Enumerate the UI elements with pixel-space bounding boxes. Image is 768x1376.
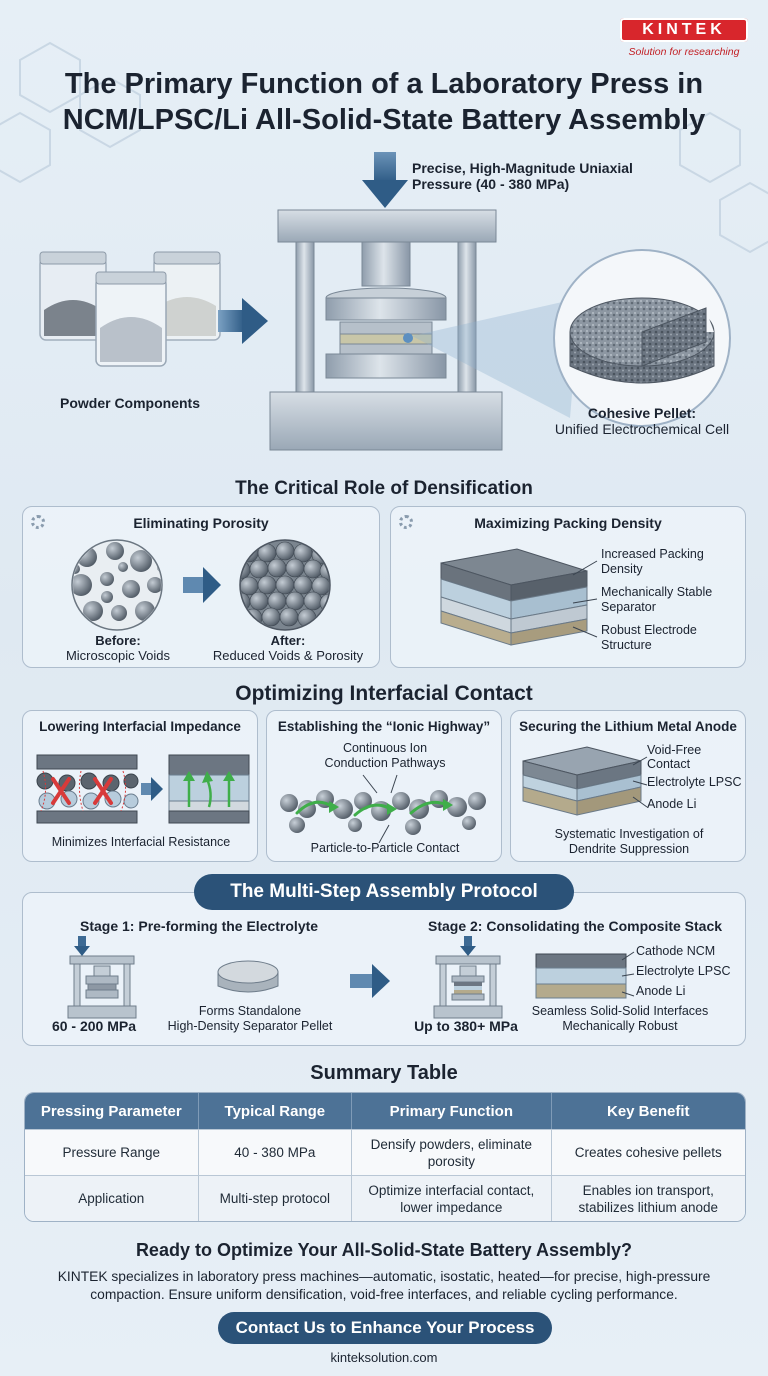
ionic-highway-panel: Establishing the “Ionic Highway” Continu… <box>266 710 502 862</box>
pressure-label: Precise, High-Magnitude Uniaxial Pressur… <box>412 160 633 192</box>
mini-press-icon <box>433 936 503 1019</box>
table-cell: Enables ion transport, stabilizes lithiu… <box>551 1175 745 1221</box>
table-cell: 40 - 380 MPa <box>198 1129 353 1175</box>
table-header-cell: Key Benefit <box>551 1093 745 1129</box>
stage2-title: Stage 2: Consolidating the Composite Sta… <box>428 918 723 934</box>
packing-title: Maximizing Packing Density <box>474 515 662 531</box>
interfacial-impedance-panel: Lowering Interfacial Impedance M <box>22 710 258 862</box>
highway-title: Establishing the “Ionic Highway” <box>277 719 491 734</box>
eliminating-porosity-panel: Eliminating Porosity <box>22 506 380 668</box>
stage1-description: Forms Standalone High-Density Separator … <box>167 1004 333 1033</box>
summary-table: Pressing Parameter Typical Range Primary… <box>24 1092 746 1222</box>
highway-top-label: Continuous Ion Conduction Pathways <box>324 741 446 770</box>
porosity-title: Eliminating Porosity <box>133 515 269 531</box>
anode-callout-3: Anode Li <box>647 797 697 811</box>
interfacial-heading: Optimizing Interfacial Contact <box>235 682 533 705</box>
laboratory-press-icon <box>269 209 503 451</box>
powder-components-label: Powder Components <box>59 395 200 411</box>
anode-callout-2: Electrolyte LPSC <box>647 775 742 789</box>
stage1-pressure: 60 - 200 MPa <box>51 1018 137 1034</box>
page-title: The Primary Function of a Laboratory Pre… <box>20 66 748 138</box>
lithium-anode-panel: Securing the Lithium Metal Anode Void-Fr… <box>510 710 746 862</box>
table-header-row: Pressing Parameter Typical Range Primary… <box>25 1093 745 1129</box>
table-cell: Multi-step protocol <box>198 1175 353 1221</box>
summary-heading: Summary Table <box>310 1062 458 1084</box>
gear-icon <box>399 515 413 529</box>
stack-layer-labels: Cathode NCM Electrolyte LPSC Anode Li <box>636 944 746 1004</box>
composite-stack-icon <box>535 951 635 999</box>
table-cell: Pressure Range <box>25 1129 199 1175</box>
table-header-cell: Pressing Parameter <box>25 1093 199 1129</box>
kintek-logo[interactable]: KINTEK Solution for researching <box>620 18 748 66</box>
right-arrow-icon <box>141 777 163 801</box>
porosity-diagram <box>71 539 331 631</box>
stack-layer-anode: Anode Li <box>636 984 686 998</box>
impedance-title: Lowering Interfacial Impedance <box>39 719 241 734</box>
pressure-arrow-icon <box>362 152 408 208</box>
highway-caption: Particle-to-Particle Contact <box>310 841 460 855</box>
right-arrow-icon <box>350 964 390 998</box>
brand-tagline: Solution for researching <box>628 46 740 58</box>
stack-layer-cathode: Cathode NCM <box>636 944 716 958</box>
right-arrow-icon <box>183 567 221 603</box>
brand-name: KINTEK <box>620 18 748 42</box>
gear-icon <box>31 515 45 529</box>
protocol-heading: The Multi-Step Assembly Protocol <box>194 874 574 910</box>
impedance-caption: Minimizes Interfacial Resistance <box>51 835 231 849</box>
powder-jars-icon <box>39 251 221 367</box>
input-arrow-icon <box>218 298 268 344</box>
table-cell: Creates cohesive pellets <box>551 1129 745 1175</box>
packing-density-panel: Maximizing Packing Density Increased Pac… <box>390 506 746 668</box>
stage1-title: Stage 1: Pre-forming the Electrolyte <box>80 918 319 934</box>
zoom-beam <box>412 298 580 418</box>
table-cell: Optimize interfacial contact, lower impe… <box>352 1175 552 1221</box>
hero-illustration <box>39 152 731 451</box>
table-cell: Application <box>25 1175 199 1221</box>
stage2-description: Seamless Solid-Solid Interfaces Mechanic… <box>531 1004 709 1033</box>
mini-press-icon <box>67 936 137 1019</box>
cohesive-pellet-icon <box>553 249 731 427</box>
table-row: Pressure Range 40 - 380 MPa Densify powd… <box>25 1129 745 1175</box>
anode-layers-diagram <box>522 746 648 816</box>
packing-layers-diagram <box>440 548 598 646</box>
title-line-2: NCM/LPSC/Li All-Solid-State Battery Asse… <box>62 104 706 136</box>
cta-title: Ready to Optimize Your All-Solid-State B… <box>135 1240 633 1260</box>
impedance-diagram <box>36 754 250 824</box>
anode-caption: Systematic Investigation of Dendrite Sup… <box>554 827 704 856</box>
table-header-cell: Primary Function <box>352 1093 552 1129</box>
stage2-pressure: Up to 380+ MPa <box>414 1018 518 1034</box>
after-label: After: Reduced Voids & Porosity <box>212 633 364 663</box>
x-mark-icon <box>51 777 113 805</box>
table-row: Application Multi-step protocol Optimize… <box>25 1175 745 1221</box>
ionic-highway-diagram <box>280 774 486 843</box>
contact-us-button[interactable]: Contact Us to Enhance Your Process <box>218 1312 552 1344</box>
table-cell: Densify powders, eliminate porosity <box>352 1129 552 1175</box>
separator-pellet-icon <box>217 960 279 993</box>
protocol-diagram <box>67 936 635 1019</box>
anode-title: Securing the Lithium Metal Anode <box>519 719 737 734</box>
before-label: Before: Microscopic Voids <box>65 633 171 663</box>
stack-layer-electrolyte: Electrolyte LPSC <box>636 964 731 978</box>
table-header-cell: Typical Range <box>198 1093 353 1129</box>
website-link[interactable]: kinteksolution.com <box>330 1350 438 1365</box>
pellet-label: Cohesive Pellet: Unified Electrochemical… <box>554 405 730 437</box>
densification-heading: The Critical Role of Densification <box>235 478 533 499</box>
cta-text: KINTEK specializes in laboratory press m… <box>57 1269 711 1302</box>
title-line-1: The Primary Function of a Laboratory Pre… <box>64 68 704 100</box>
